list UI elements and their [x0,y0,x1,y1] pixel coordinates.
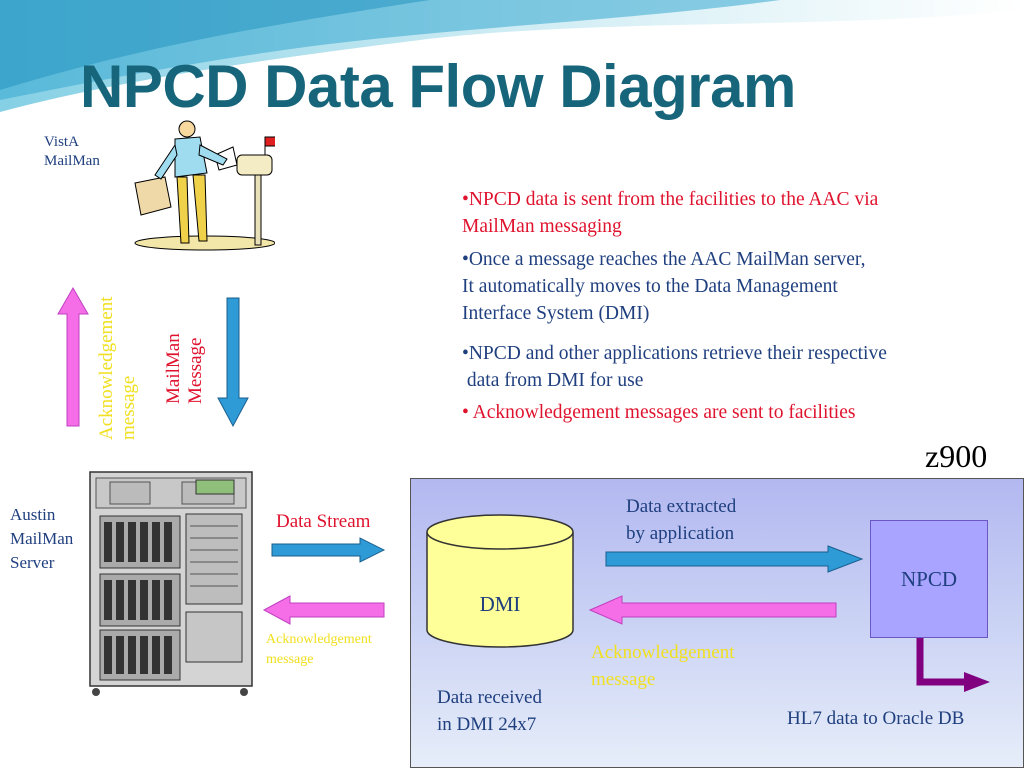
bullet-2-line2: It automatically moves to the Data Manag… [462,276,838,297]
hl7-elbow-arrow [916,638,990,692]
vista-label-line2: MailMan [44,153,100,169]
hl7-label: HL7 data to Oracle DB [787,708,965,729]
mailman-clipart [134,120,275,251]
bullet-4-line1: • Acknowledgement messages are sent to f… [462,402,856,423]
npcd-box: NPCD [870,520,988,638]
mailman-vertical-line2: Message [184,337,206,404]
npcd-label: NPCD [900,566,958,591]
dmi-label: DMI [479,592,521,616]
background-waves [0,0,1024,112]
bullet-1-line2: MailMan messaging [462,216,622,237]
bullet-1-line1: •NPCD data is sent from the facilities t… [462,189,879,210]
austin-line3: Server [10,553,55,572]
data-received-label: Data received in DMI 24x7 [437,684,542,738]
data-extracted-arrow [605,545,864,573]
ack-small-line1: Acknowledgement [266,632,372,647]
ack-small-label: Acknowledgement message [266,630,372,670]
bullet-2-line1: •Once a message reaches the AAC MailMan … [462,249,866,270]
server-rack-icon [89,471,253,696]
bullet-3-line2: data from DMI for use [462,370,644,391]
bullet-4: • Acknowledgement messages are sent to f… [462,399,855,426]
austin-server-label: Austin MailMan Server [10,503,73,575]
vista-mailman-label: VistA MailMan [44,133,100,171]
ack-left-arrow [262,595,385,625]
ack-vertical-label: Acknowledgement message [96,296,140,440]
ack-panel-line1: Acknowledgement [591,642,735,663]
austin-line2: MailMan [10,529,74,548]
bullet-3-line1: •NPCD and other applications retrieve th… [462,343,887,364]
ack-panel-line2: message [591,669,656,690]
bullet-2-line3: Interface System (DMI) [462,303,650,324]
data-extracted-label: Data extracted by application [626,493,736,547]
mailman-down-arrow [217,297,249,428]
ack-vertical-line2: message [117,375,139,440]
extracted-line2: by application [626,523,735,544]
data-stream-arrow [271,537,386,563]
ack-small-line2: message [266,652,314,667]
vista-label-line1: VistA [44,134,79,150]
dmi-database-icon [426,514,574,648]
bullet-2: •Once a message reaches the AAC MailMan … [462,246,865,327]
ack-vertical-line1: Acknowledgement [96,296,117,440]
ack-panel-arrow [588,595,837,625]
ack-up-arrow [57,286,89,427]
mailman-message-vertical-label: MailMan Message [163,333,207,404]
austin-line1: Austin [10,505,56,524]
bullet-3: •NPCD and other applications retrieve th… [462,340,887,394]
page-title: NPCD Data Flow Diagram [80,53,796,120]
received-line1: Data received [437,687,542,708]
z900-label: z900 [925,438,988,474]
mailman-vertical-line1: MailMan [163,333,184,404]
received-line2: in DMI 24x7 [437,714,537,735]
data-stream-label: Data Stream [276,511,371,532]
bullet-1: •NPCD data is sent from the facilities t… [462,186,878,240]
ack-panel-label: Acknowledgement message [591,639,735,693]
extracted-line1: Data extracted [626,496,737,517]
